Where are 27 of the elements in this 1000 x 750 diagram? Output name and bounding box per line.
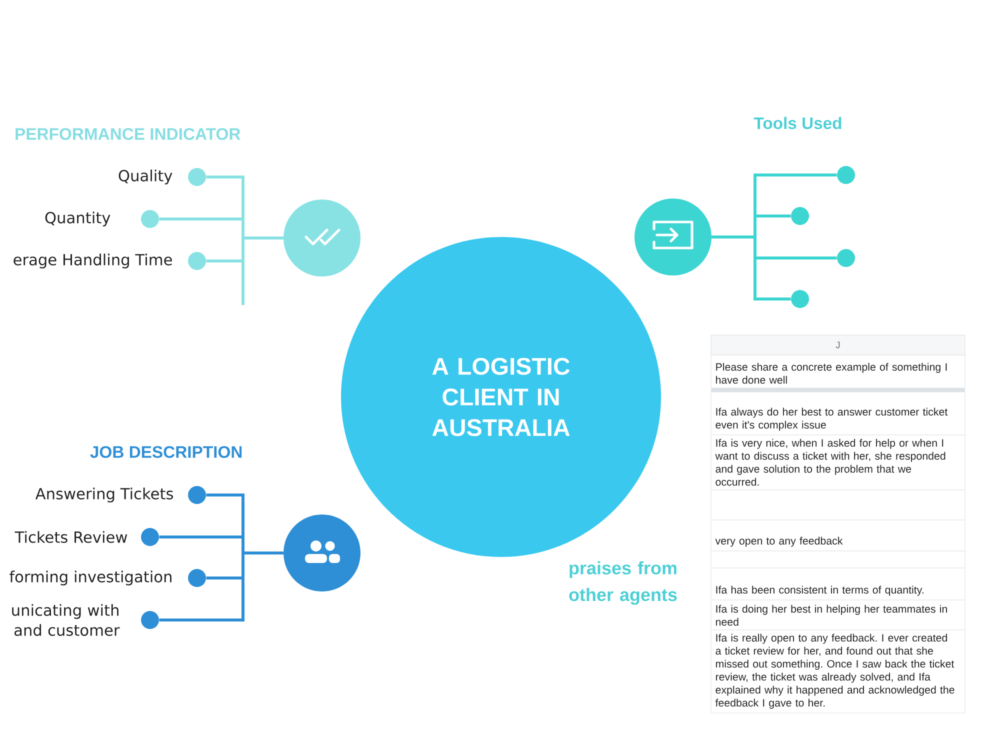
table-cell: very open to any feedback (710, 520, 966, 552)
people-icon (284, 514, 360, 592)
item-label: Quantity (45, 212, 110, 226)
section-heading: Tools Used (754, 116, 842, 130)
item-label: Answering Tickets (35, 488, 173, 502)
item-label: erage Handling Time (14, 254, 172, 268)
table-cell: Ifa has been consistent in terms of quantity. (710, 568, 966, 600)
item-label: forming investigation (10, 570, 172, 586)
column-header: J (710, 334, 966, 356)
connector-line (159, 552, 284, 622)
sign-in-icon (634, 198, 712, 276)
section-heading: JOB DESCRIPTION (90, 446, 242, 458)
connector-line (206, 236, 284, 262)
item-label: Tickets Review (14, 531, 128, 543)
bullet-dot (791, 207, 809, 225)
bullet-dot (837, 166, 855, 184)
item-label: unicating with and customer (12, 604, 120, 636)
table-cell: Please share a concrete example of something I have done well (710, 354, 966, 388)
bullet-dot (791, 290, 809, 308)
double-check-icon (284, 200, 360, 276)
table-cell: Ifa always do her best to answer customer ticket even it's complex issue (710, 392, 966, 436)
table-cell: Ifa is doing her best in helping her teammates in need (710, 600, 966, 630)
item-label: Quality (118, 170, 172, 184)
connector-line (712, 236, 791, 300)
table-cell: Ifa is very nice, when I asked for help or when I want to discuss a ticket with her, she responded and gave solution to the problem that we occurred. (710, 434, 966, 490)
bullet-dot (837, 249, 855, 267)
section-heading: PERFORMANCE INDICATOR (16, 128, 240, 140)
